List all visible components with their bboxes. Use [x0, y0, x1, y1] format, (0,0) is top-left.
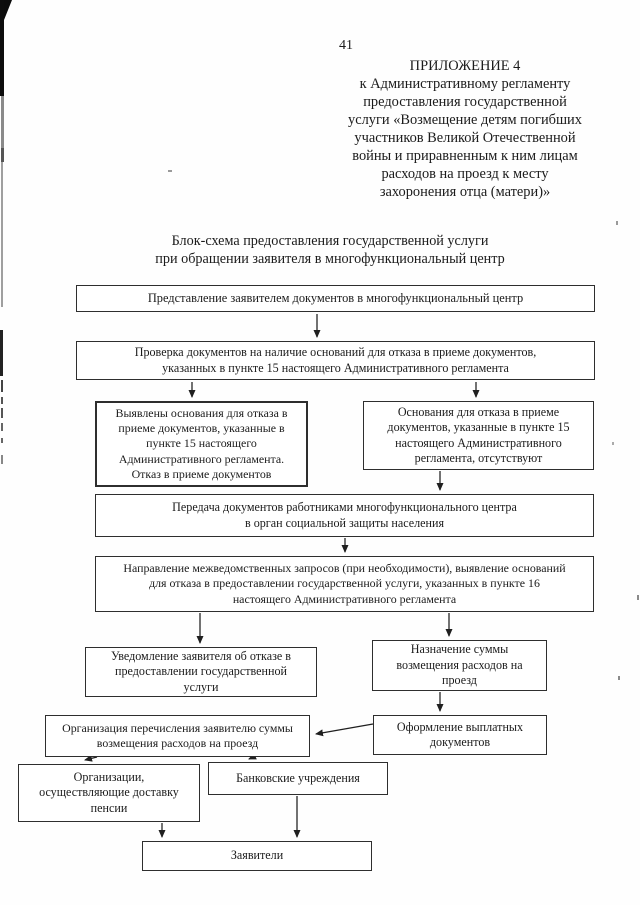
flow-box-label: Проверка документов на наличие оснований…: [134, 345, 537, 375]
scan-edge-artifact: [1, 148, 4, 162]
flow-box-label: Представление заявителем документов в мн…: [147, 290, 524, 305]
flowchart-title-line: при обращении заявителя в многофункциона…: [155, 250, 505, 267]
scan-speck: [616, 221, 618, 225]
scan-speck: [618, 676, 620, 680]
scan-speck: [612, 442, 614, 445]
flow-box-arrange-transfer: Организация перечисления заявителю суммы…: [45, 715, 310, 757]
flowchart-title-line: Блок-схема предоставления государственно…: [171, 233, 489, 249]
page-number: 41: [339, 38, 353, 53]
appendix-header-line: услуги «Возмещение детям погибших: [348, 112, 582, 128]
scan-edge-artifact: [1, 380, 3, 392]
flow-box-check-documents: Проверка документов на наличие оснований…: [76, 341, 595, 380]
scan-edge-artifact: [1, 455, 3, 464]
flow-box-label: Организации, осуществляющие доставку пен…: [39, 769, 179, 815]
flow-box-label: Назначение суммы возмещения расходов на …: [396, 642, 523, 688]
appendix-header-line: расходов на проезд к месту: [381, 166, 549, 182]
appendix-header-line: к Административному регламенту: [359, 76, 571, 92]
appendix-header-line: предоставления государственной: [363, 94, 567, 110]
flow-box-label: Заявители: [230, 848, 284, 863]
flow-box-assign-amount: Назначение суммы возмещения расходов на …: [372, 640, 547, 691]
scan-speck: [637, 595, 639, 600]
scan-edge-artifact: [1, 438, 3, 443]
flow-box-label: Выявлены основания для отказа в приеме д…: [115, 405, 288, 481]
flow-box-payment-documents: Оформление выплатных документов: [373, 715, 547, 755]
scan-edge-artifact: [1, 397, 3, 404]
flow-box-label: Направление межведомственных запросов (п…: [123, 561, 566, 606]
appendix-header-line: ПРИЛОЖЕНИЕ 4: [409, 58, 521, 74]
appendix-header-line: участников Великой Отечественной: [354, 130, 576, 146]
flow-box-label: Передача документов работниками многофун…: [172, 500, 517, 530]
scan-speck: [168, 170, 172, 172]
scan-edge-artifact: [0, 0, 4, 96]
flow-box-label: Банковские учреждения: [236, 770, 360, 785]
scan-edge-artifact: [1, 162, 3, 307]
scan-edge-artifact: [1, 423, 3, 431]
flow-box-label: Организация перечисления заявителю суммы…: [62, 720, 293, 750]
scan-edge-artifact: [0, 330, 3, 376]
arrow-payment-docs-to-arrange: [315, 723, 374, 737]
flow-box-refusal-grounds-absent: Основания для отказа в приеме документов…: [363, 401, 594, 470]
flow-box-label: Оформление выплатных документов: [396, 719, 524, 749]
appendix-header: ПРИЛОЖЕНИЕ 4 к Административному регламе…: [334, 57, 596, 201]
arrow-arrange-to-delivery-orgs: [84, 754, 98, 762]
flow-box-submit-documents: Представление заявителем документов в мн…: [76, 285, 595, 312]
flow-box-refusal-grounds-found: Выявлены основания для отказа в приеме д…: [95, 401, 308, 487]
flow-box-label: Основания для отказа в приеме документов…: [387, 404, 570, 465]
appendix-header-line: войны и приравненным к ним лицам: [352, 148, 578, 164]
appendix-header-line: захоронения отца (матери)»: [379, 184, 551, 200]
flow-box-label: Уведомление заявителя об отказе в предос…: [111, 648, 291, 694]
scan-edge-artifact: [1, 408, 3, 418]
flow-box-banks: Банковские учреждения: [208, 762, 388, 795]
flow-box-notify-refusal: Уведомление заявителя об отказе в предос…: [85, 647, 317, 697]
flowchart-title: Блок-схема предоставления государственно…: [60, 233, 600, 268]
flow-box-applicants: Заявители: [142, 841, 372, 871]
flow-box-transfer-to-social-protection: Передача документов работниками многофун…: [95, 494, 594, 537]
flow-box-interagency-requests: Направление межведомственных запросов (п…: [95, 556, 594, 612]
scan-edge-artifact: [1, 96, 4, 148]
flow-box-pension-delivery-orgs: Организации, осуществляющие доставку пен…: [18, 764, 200, 822]
